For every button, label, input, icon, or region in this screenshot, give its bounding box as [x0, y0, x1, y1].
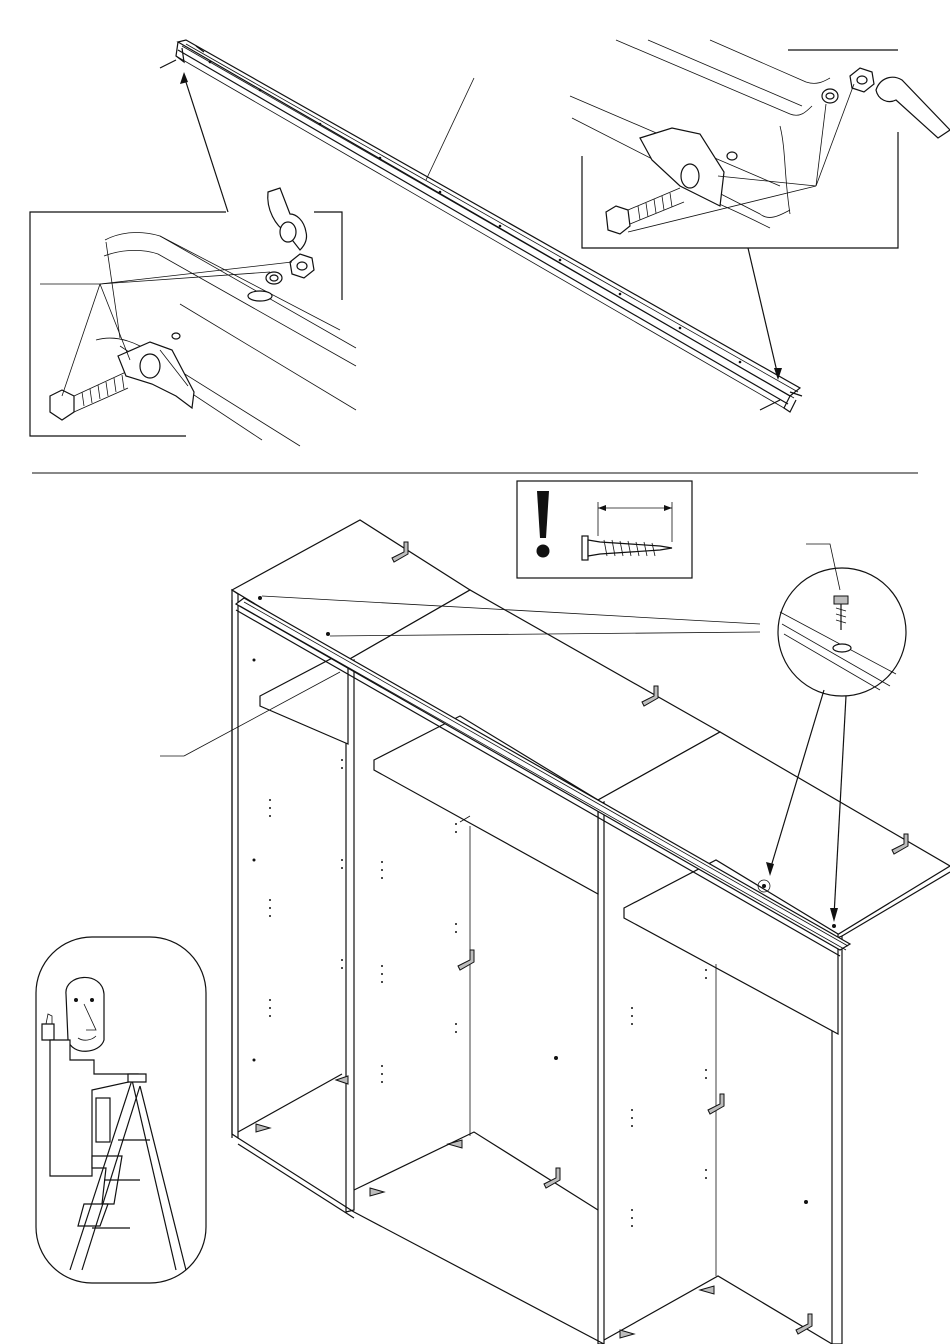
screw-warning-box [517, 481, 692, 578]
right-bolt-detail [570, 40, 950, 380]
screw-icon [582, 502, 672, 560]
rail-label-leader [426, 78, 474, 180]
exclamation-mark-icon [537, 491, 550, 558]
person-on-ladder-icon [36, 937, 206, 1283]
left-bolt-detail [30, 72, 356, 446]
top-rail [160, 40, 802, 412]
wrench-icon [268, 188, 307, 250]
hex-bolt-icon [50, 372, 128, 420]
